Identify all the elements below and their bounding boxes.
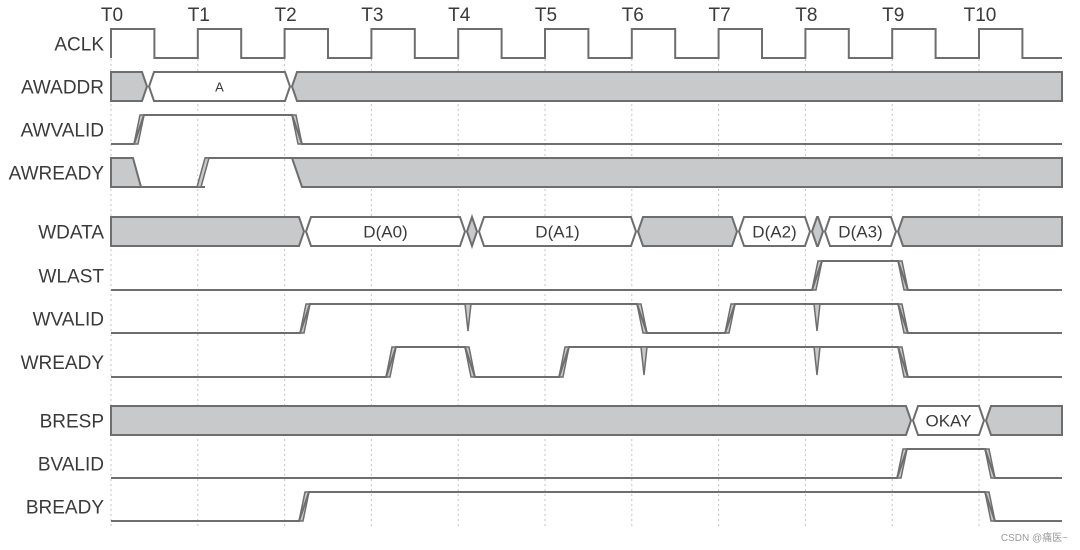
signal-aclk	[110, 28, 1062, 59]
undefined-state-segment	[290, 157, 1063, 188]
time-label-t5: T5	[535, 5, 557, 26]
bus-invalid-segment	[465, 213, 479, 250]
signal-label-bresp: BRESP	[40, 412, 104, 433]
wire-waveform	[111, 491, 1062, 522]
glitch-marker	[464, 303, 472, 332]
signal-label-wlast: WLAST	[39, 267, 105, 288]
bus-invalid-segment	[810, 216, 825, 247]
time-label-t4: T4	[448, 5, 471, 26]
bus-value-segment	[477, 216, 638, 247]
bus-value-da3: D(A3)	[838, 223, 882, 242]
wire-waveform	[111, 114, 1062, 145]
signal-label-awaddr: AWADDR	[21, 78, 104, 99]
bus-value-da2: D(A2)	[752, 223, 796, 242]
transition-rise	[196, 157, 210, 188]
bus-invalid-segment	[984, 405, 1063, 436]
time-label-t6: T6	[622, 5, 644, 26]
time-gridlines	[110, 29, 980, 528]
bus-value-segment	[823, 216, 898, 247]
signal-bvalid	[111, 448, 1062, 479]
signal-awready	[110, 157, 1063, 188]
signal-wdata: D(A0) D(A1) D(A2) D(A3)	[110, 213, 1063, 250]
bus-invalid-segment	[636, 216, 739, 247]
time-label-t8: T8	[795, 5, 817, 26]
bus-invalid-segment	[290, 71, 1063, 102]
bus-value-a: A	[215, 80, 224, 95]
time-label-t10: T10	[964, 5, 997, 26]
signal-label-awvalid: AWVALID	[21, 121, 104, 142]
signal-bresp: OKAY	[110, 405, 1063, 436]
wire-waveform	[111, 448, 1062, 479]
signal-label-bready: BREADY	[26, 498, 104, 519]
bus-value-segment	[147, 71, 292, 102]
glitch-marker	[813, 303, 821, 332]
bus-value-segment	[737, 216, 812, 247]
signal-label-bvalid: BVALID	[38, 455, 104, 476]
signal-awaddr: A	[110, 71, 1063, 102]
watermark: CSDN @痛医~	[1001, 531, 1068, 544]
time-label-t3: T3	[361, 5, 383, 26]
bus-invalid-segment	[110, 71, 149, 102]
signal-label-wdata: WDATA	[38, 223, 104, 244]
time-label-t7: T7	[709, 5, 731, 26]
signal-label-wready: WREADY	[21, 353, 105, 374]
bus-value-da0: D(A0)	[363, 223, 407, 242]
bus-invalid-segment	[896, 216, 1063, 247]
wire-waveform	[111, 260, 1062, 291]
signal-wvalid	[111, 303, 1062, 334]
signal-wlast	[111, 260, 1062, 291]
time-labels: T0 T1 T2 T3 T4 T5 T6 T7 T8 T9 T10	[101, 5, 996, 26]
time-label-t9: T9	[882, 5, 904, 26]
bus-value-segment	[911, 405, 986, 436]
bus-value-segment	[304, 216, 467, 247]
signal-label-awready: AWREADY	[9, 164, 105, 185]
waveforms: A D(A0) D(A1) D(A2) D(A3) OKAY	[110, 28, 1063, 522]
time-label-t1: T1	[188, 5, 210, 26]
signal-bready	[111, 491, 1062, 522]
wire-waveform	[111, 346, 1062, 378]
undefined-state-segment	[110, 157, 143, 188]
bus-invalid-segment	[110, 216, 306, 247]
signal-labels: ACLK AWADDR AWVALID AWREADY WDATA WLAST WVALID…	[9, 35, 105, 519]
signal-awvalid	[111, 114, 1062, 145]
signal-label-aclk: ACLK	[54, 35, 104, 56]
glitch-marker	[640, 346, 648, 376]
clock-waveform	[110, 28, 1062, 59]
bus-value-da1: D(A1)	[535, 223, 579, 242]
wire-waveform	[111, 303, 1062, 334]
glitch-marker	[813, 346, 821, 376]
time-label-t2: T2	[275, 5, 297, 26]
bus-value-okay: OKAY	[926, 412, 972, 431]
signal-label-wvalid: WVALID	[33, 310, 104, 331]
time-label-t0: T0	[101, 5, 123, 26]
bus-invalid-segment	[110, 405, 913, 436]
signal-wready	[111, 346, 1062, 378]
